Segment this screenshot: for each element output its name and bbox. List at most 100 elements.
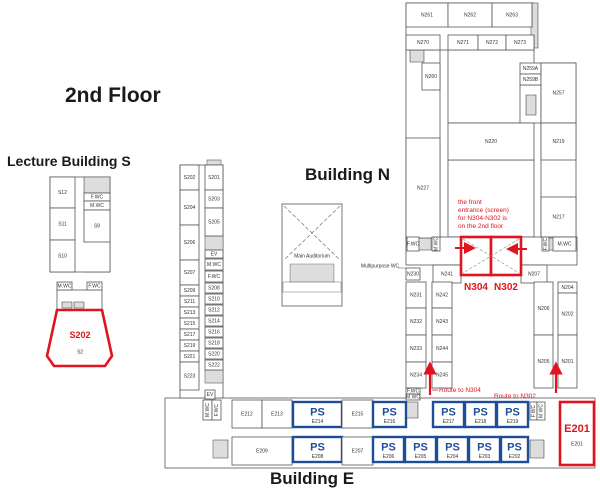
- room-f-wc[interactable]: F.WC: [86, 281, 103, 291]
- room-s206[interactable]: S206: [179, 224, 200, 261]
- room-n245[interactable]: N245: [431, 361, 453, 389]
- room-label: F.WC: [208, 274, 221, 280]
- room-n231[interactable]: N231: [405, 281, 427, 309]
- room-n207[interactable]: N207: [520, 264, 548, 284]
- room-label: N273: [514, 40, 526, 46]
- room-s217[interactable]: S217: [179, 328, 200, 341]
- ps-label: PS: [507, 442, 522, 454]
- room-s209[interactable]: S209: [179, 284, 200, 297]
- room-n260[interactable]: N260: [421, 62, 441, 91]
- room-n272[interactable]: N272: [477, 34, 507, 51]
- room-s213[interactable]: S213: [179, 306, 200, 319]
- room-e201-highlight[interactable]: E201 E201: [558, 400, 596, 467]
- room-label: S215: [184, 321, 196, 327]
- room-n201[interactable]: N201: [557, 334, 578, 389]
- room-s222[interactable]: S222: [204, 359, 224, 371]
- room-s208[interactable]: S208: [204, 282, 224, 294]
- room-s216[interactable]: S216: [204, 326, 224, 338]
- room-s207[interactable]: S207: [179, 259, 200, 286]
- room-ev[interactable]: EV: [204, 249, 224, 259]
- room-n204[interactable]: N204: [557, 281, 578, 294]
- room-s205[interactable]: S205: [204, 207, 224, 237]
- room-s220[interactable]: S220: [204, 348, 224, 360]
- room-s212[interactable]: S212: [204, 304, 224, 316]
- room-n263[interactable]: N263: [491, 2, 533, 28]
- room-n206[interactable]: N206: [533, 281, 554, 336]
- room-n220[interactable]: N220: [447, 122, 535, 161]
- room-e207[interactable]: E207: [341, 436, 374, 466]
- room-m-wc[interactable]: M.WC: [431, 236, 441, 252]
- room-s210[interactable]: S210: [204, 293, 224, 305]
- room-s219[interactable]: S219: [179, 339, 200, 352]
- room-m-wc[interactable]: M.WC: [202, 399, 213, 421]
- room-n217[interactable]: N217: [540, 196, 577, 238]
- main-auditorium[interactable]: Main Auditorium: [281, 203, 343, 307]
- room-s214[interactable]: S214: [204, 315, 224, 327]
- room-n241[interactable]: N241: [432, 264, 462, 284]
- room-n273[interactable]: N273: [505, 34, 535, 51]
- room-s204[interactable]: S204: [179, 189, 200, 226]
- room-m-wc[interactable]: M.WC: [552, 236, 577, 252]
- room-m-wc[interactable]: M.WC: [204, 258, 224, 271]
- room-n234[interactable]: N234: [405, 361, 427, 389]
- room-e213[interactable]: E213: [261, 399, 293, 429]
- room-n227[interactable]: N227: [405, 137, 441, 239]
- room-s203[interactable]: S203: [204, 189, 224, 209]
- room-n243[interactable]: N243: [431, 307, 453, 336]
- room-e215[interactable]: E215: [341, 399, 374, 429]
- room-s11[interactable]: S11: [49, 207, 76, 241]
- room-f-wc[interactable]: F.WC: [83, 192, 111, 202]
- room-f-wc[interactable]: F.WC: [529, 401, 538, 421]
- room-n261[interactable]: N261: [405, 2, 449, 28]
- room-e212[interactable]: E212: [231, 399, 263, 429]
- room-s218[interactable]: S218: [204, 337, 224, 349]
- room-n232[interactable]: N232: [405, 307, 427, 336]
- room-n262[interactable]: N262: [447, 2, 493, 28]
- room-n202[interactable]: N202: [557, 292, 578, 336]
- room-n271[interactable]: N271: [447, 34, 479, 51]
- room-s202[interactable]: S202: [179, 164, 200, 191]
- room-f-wc[interactable]: F.WC: [406, 236, 420, 252]
- room-s201[interactable]: S201: [204, 164, 224, 191]
- room-m-wc[interactable]: M.WC: [536, 401, 546, 421]
- room-s202-highlight[interactable]: S202 S2: [45, 308, 114, 368]
- room-n259b[interactable]: N259B: [519, 73, 542, 86]
- room-n257[interactable]: N257: [540, 62, 577, 124]
- room-f-wc[interactable]: F.WC: [541, 236, 550, 252]
- room-n244[interactable]: N244: [431, 334, 453, 363]
- room-n219[interactable]: N219: [540, 122, 577, 161]
- room-m-wc[interactable]: M.WC: [56, 281, 73, 291]
- room-m-wc[interactable]: M.WC: [405, 393, 421, 401]
- room-m-wc[interactable]: M.WC: [83, 200, 111, 211]
- room-f-wc[interactable]: F.WC: [211, 399, 222, 421]
- room-n304-n302-highlight[interactable]: N304 N302: [455, 235, 527, 293]
- room-n270[interactable]: N270: [405, 34, 441, 51]
- room-ev[interactable]: EV: [204, 389, 216, 400]
- room-n242[interactable]: N242: [431, 281, 453, 309]
- room-n259a[interactable]: N259A: [519, 62, 542, 75]
- room-s211[interactable]: S211: [179, 295, 200, 308]
- room-n230[interactable]: N230: [405, 267, 421, 281]
- room-e209[interactable]: E209: [231, 436, 293, 466]
- room-n233[interactable]: N233: [405, 334, 427, 363]
- room-s12[interactable]: S12: [49, 176, 76, 209]
- room-f-wc[interactable]: F.WC: [204, 270, 224, 283]
- room-s9[interactable]: S9: [83, 209, 111, 243]
- room-s223[interactable]: S223: [179, 361, 200, 391]
- room-s10[interactable]: S10: [49, 239, 76, 273]
- room-n205[interactable]: N205: [533, 334, 554, 389]
- room-s215[interactable]: S215: [179, 317, 200, 330]
- note-line: entrance (screen): [458, 207, 509, 214]
- room-s221[interactable]: S221: [179, 350, 200, 363]
